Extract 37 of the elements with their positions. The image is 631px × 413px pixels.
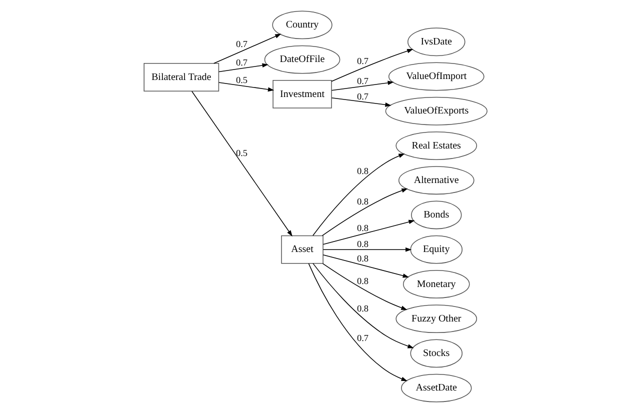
arrow	[322, 188, 408, 236]
edge-label: 0.7	[236, 57, 248, 68]
edge-label: 0.7	[357, 76, 369, 86]
edge-label: 0.7	[236, 38, 248, 49]
edge-label: 0.8	[357, 196, 369, 207]
arrow	[331, 80, 394, 91]
arrow	[218, 82, 274, 92]
node-box: Asset	[281, 235, 324, 264]
arrow	[322, 220, 415, 245]
arrow	[192, 90, 292, 236]
edge-label: 0.5	[236, 148, 248, 158]
edge-label: 0.5	[236, 75, 248, 86]
node-ellipse: Bonds	[411, 200, 462, 230]
node-box: Investment	[272, 80, 332, 108]
arrow	[331, 97, 392, 107]
edge-label: 0.8	[357, 222, 369, 233]
arrow	[312, 154, 405, 236]
arrow	[312, 263, 414, 348]
arrow	[308, 263, 408, 382]
edge-label: 0.8	[357, 304, 369, 314]
node-ellipse: DateOfFile	[264, 45, 340, 74]
arrow	[213, 34, 282, 64]
node-ellipse: Equity	[410, 235, 462, 264]
arrow	[322, 263, 408, 310]
arrow	[322, 254, 410, 278]
edge-label: 0.8	[357, 254, 369, 264]
node-box: Bilateral Trade	[144, 63, 220, 92]
edge-label: 0.8	[357, 276, 369, 286]
edge-label: 0.7	[357, 332, 369, 343]
node-ellipse: Stocks	[410, 339, 462, 368]
edge-label: 0.7	[357, 91, 369, 102]
edge-label: 0.8	[357, 238, 369, 249]
edge-label: 0.7	[357, 56, 369, 66]
arrow	[331, 48, 414, 82]
edge-label: 0.8	[357, 166, 369, 176]
arrow	[322, 247, 412, 252]
arrow	[218, 63, 268, 72]
